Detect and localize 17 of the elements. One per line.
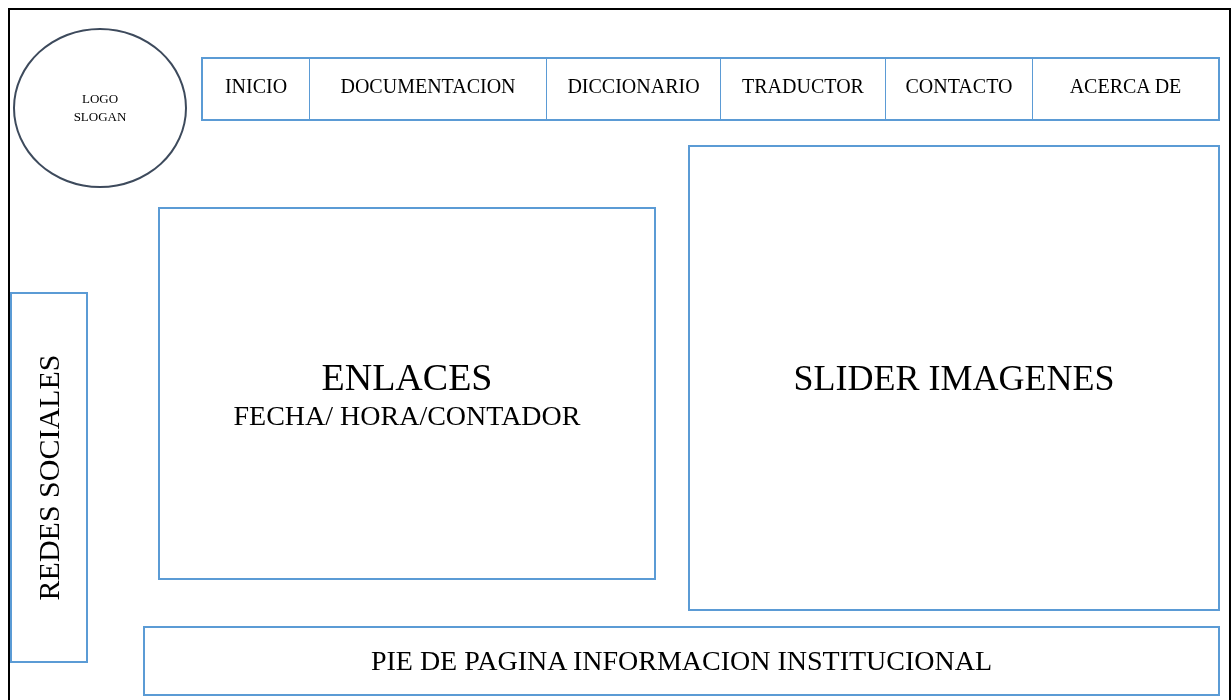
- content-panel: [158, 207, 656, 580]
- footer-bar: [143, 626, 1220, 696]
- panel-label: ENLACES: [321, 354, 493, 399]
- nav-label: INICIO: [224, 74, 288, 99]
- panel-label: SLIDER IMAGENES: [793, 357, 1115, 400]
- sidebar-panel: [10, 292, 88, 663]
- panel-label: FECHA/ HORA/CONTADOR: [233, 398, 581, 433]
- nav-label: DOCUMENTACION: [340, 74, 516, 99]
- nav-label: ACERCA DE: [1069, 74, 1182, 99]
- nav-label: CONTACTO: [905, 74, 1013, 99]
- nav-label: DICCIONARIO: [567, 74, 700, 99]
- slider-panel: [688, 145, 1220, 611]
- panel-label: PIE DE PAGINA INFORMACION INSTITUCIONAL: [370, 644, 993, 678]
- nav-bar: [201, 57, 1220, 121]
- panel-label: REDES SOCIALES: [31, 354, 67, 601]
- placeholder-label: LOGO SLOGAN: [72, 90, 128, 126]
- nav-label: TRADUCTOR: [742, 74, 864, 99]
